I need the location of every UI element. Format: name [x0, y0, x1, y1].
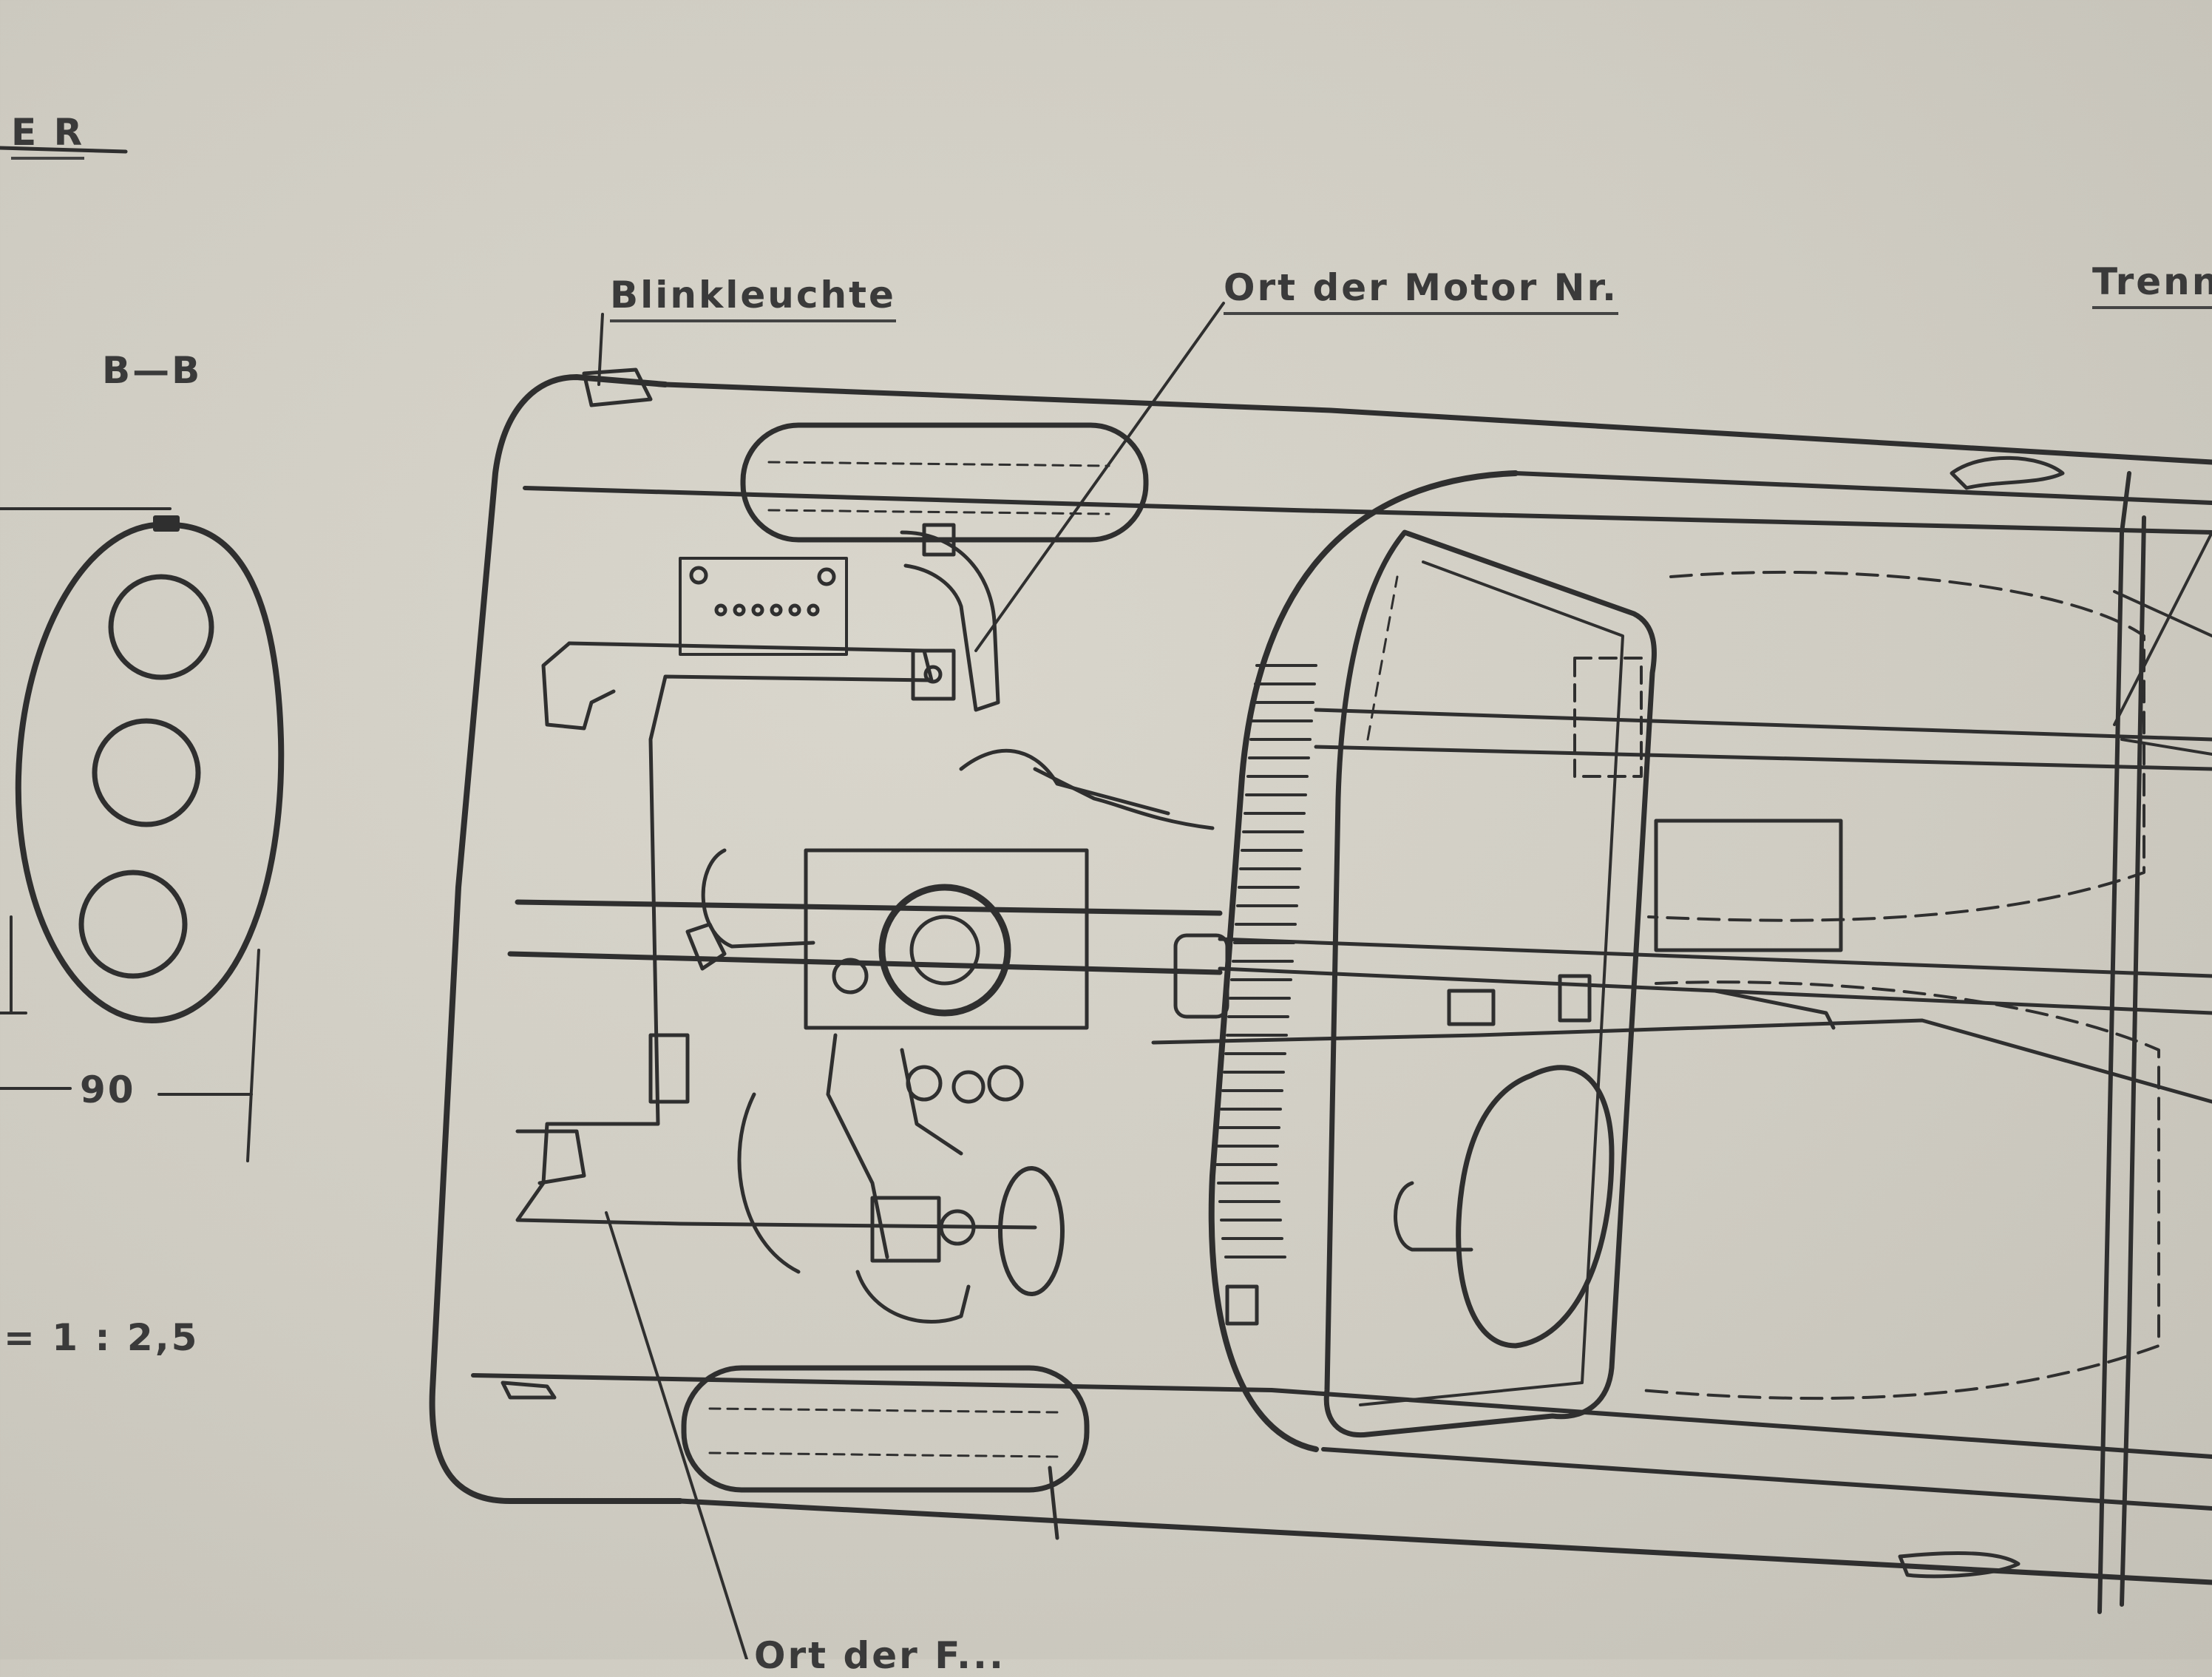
dimension-90-label: 90: [80, 1068, 136, 1111]
radiator-grille: [1208, 470, 1519, 1452]
motor-nr-label: Ort der Motor Nr.: [1224, 266, 1619, 315]
scale-label: = 1 : 2,5: [4, 1316, 200, 1359]
section-bb-label: B—B: [102, 349, 203, 392]
leader-lines: [597, 302, 2212, 1659]
partition: [2097, 471, 2212, 1614]
top-wheel: [740, 422, 1149, 543]
cabin-frame: [1321, 471, 2212, 1511]
bottom-wheel: [681, 1365, 1090, 1540]
section-bb-oval: [0, 146, 285, 1162]
door-handle-top: [1950, 455, 2065, 490]
seats-dashed: [1640, 570, 2160, 1400]
trenn-label: Trenn: [2092, 260, 2212, 309]
door-handle-bottom: [1898, 1551, 2021, 1579]
car-body-outline: [429, 367, 2212, 1585]
drive-shaft: [1151, 657, 2212, 1104]
steering-wheel: [1394, 1065, 1615, 1349]
header-fragment-label: E R: [11, 111, 85, 160]
engine-assembly: [515, 523, 1229, 1324]
blinkleuchte-label: Blinkleuchte: [610, 274, 896, 322]
